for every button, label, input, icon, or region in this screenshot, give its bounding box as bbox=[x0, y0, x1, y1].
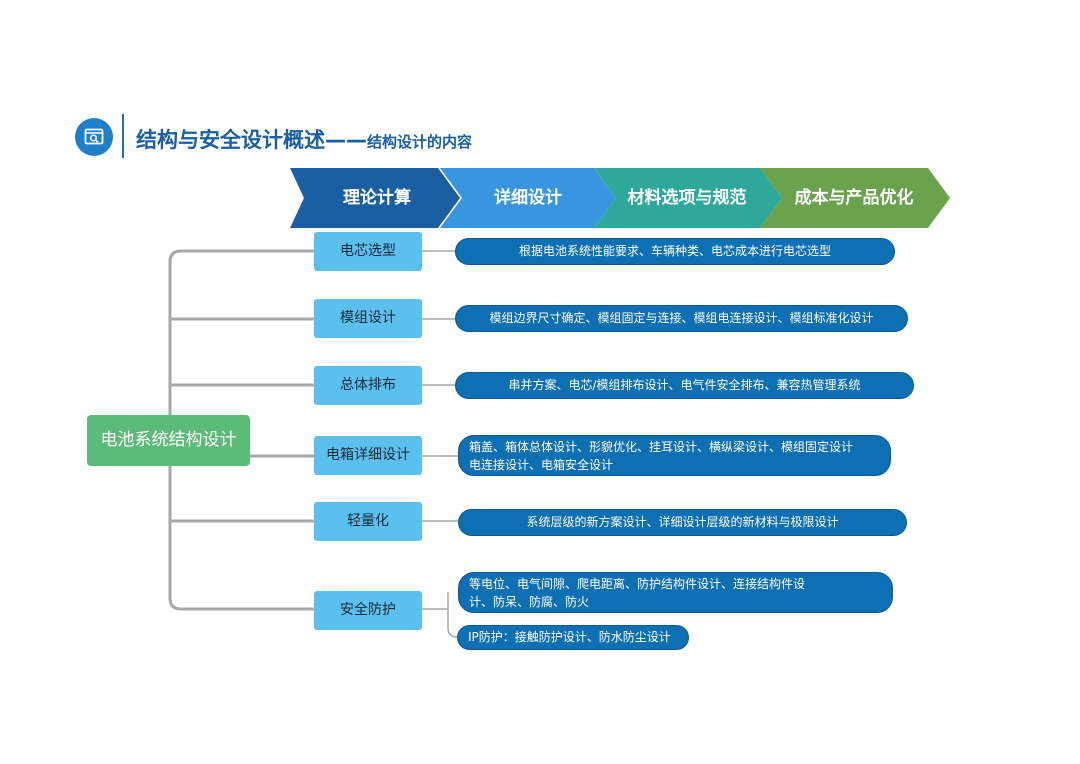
header-icon bbox=[75, 118, 113, 156]
category-box-design: 电箱详细设计 bbox=[314, 436, 422, 475]
step-label-1: 理论计算 bbox=[343, 188, 411, 208]
category-lightweight: 轻量化 bbox=[314, 502, 422, 541]
detail-safety-line-1: 等电位、电气间隙、爬电距离、防护结构件设计、连接结构件设 bbox=[469, 577, 806, 591]
detail-lightweight: 系统层级的新方案设计、详细设计层级的新材料与极限设计 bbox=[458, 509, 907, 536]
detail-layout: 串并方案、电芯/模组排布设计、电气件安全排布、兼容热管理系统 bbox=[455, 372, 914, 399]
step-label-4: 成本与产品优化 bbox=[794, 188, 914, 208]
monitor-search-icon bbox=[84, 128, 104, 145]
step-chevron-3: 材料选项与规范 bbox=[594, 168, 782, 228]
detail-safety-line-2: 计、防呆、防腐、防火 bbox=[469, 595, 590, 609]
page-subtitle: 结构设计的内容 bbox=[367, 133, 473, 151]
page-title: 结构与安全设计概述——结构设计的内容 bbox=[136, 124, 472, 154]
detail-safety-electrical: 等电位、电气间隙、爬电距离、防护结构件设计、连接结构件设 计、防呆、防腐、防火 bbox=[458, 572, 893, 613]
category-cell-selection: 电芯选型 bbox=[314, 232, 422, 271]
detail-safety-ip: IP防护：接触防护设计、防水防尘设计 bbox=[457, 625, 689, 650]
header-divider bbox=[122, 114, 124, 158]
detail-box-design: 箱盖、箱体总体设计、形貌优化、挂耳设计、横纵梁设计、模组固定设计 电连接设计、电… bbox=[458, 435, 891, 476]
step-chevron-2: 详细设计 bbox=[440, 168, 616, 228]
page-title-main: 结构与安全设计概述—— bbox=[136, 128, 367, 152]
detail-module-design: 模组边界尺寸确定、模组固定与连接、模组电连接设计、模组标准化设计 bbox=[455, 305, 908, 332]
detail-cell-selection: 根据电池系统性能要求、车辆种类、电芯成本进行电芯选型 bbox=[455, 238, 895, 265]
category-layout: 总体排布 bbox=[314, 366, 422, 405]
step-chevron-4: 成本与产品优化 bbox=[760, 168, 950, 228]
category-module-design: 模组设计 bbox=[314, 299, 422, 338]
step-label-3: 材料选项与规范 bbox=[627, 188, 747, 208]
root-node: 电池系统结构设计 bbox=[87, 415, 250, 466]
detail-box-design-line-2: 电连接设计、电箱安全设计 bbox=[469, 458, 614, 472]
category-safety-protection: 安全防护 bbox=[314, 591, 422, 630]
detail-box-design-line-1: 箱盖、箱体总体设计、形貌优化、挂耳设计、横纵梁设计、模组固定设计 bbox=[469, 440, 854, 454]
step-chevron-1: 理论计算 bbox=[290, 168, 460, 228]
step-label-2: 详细设计 bbox=[494, 188, 562, 208]
